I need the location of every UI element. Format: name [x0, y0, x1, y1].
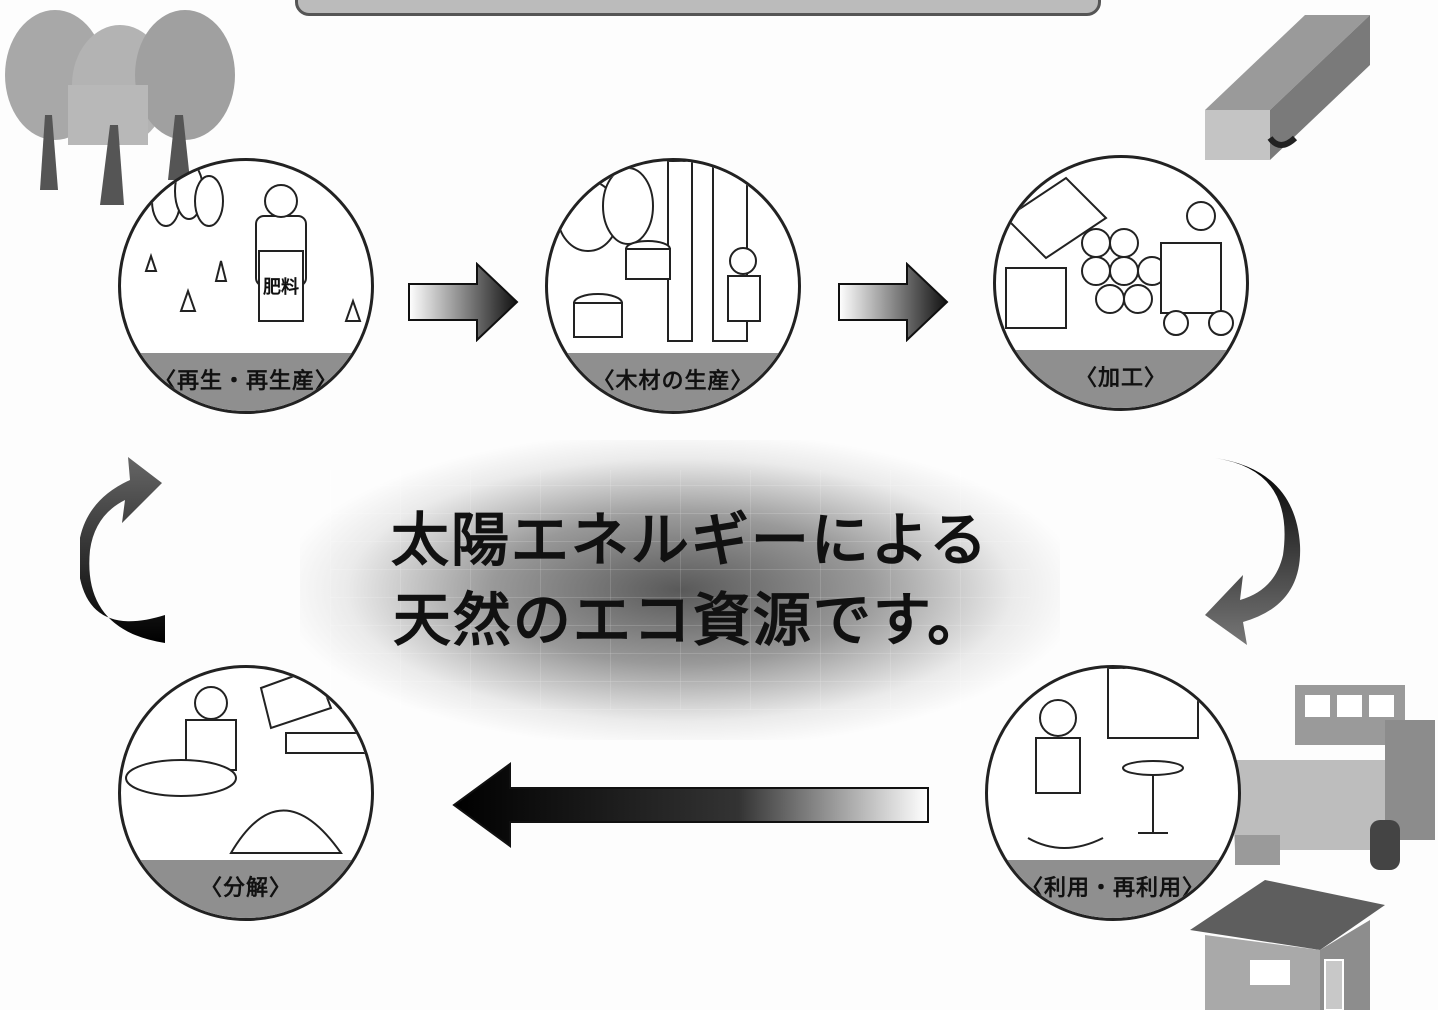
stage-timber-production: 〈木材の生産〉: [545, 158, 801, 414]
top-banner-frame: [295, 0, 1101, 16]
stage-band: [548, 353, 798, 411]
stage-label-processing: 〈加工〉: [1074, 366, 1167, 391]
stage-decomposition: 〈分解〉: [118, 665, 374, 921]
headline-background-grid: [330, 470, 1030, 710]
arrow-use-to-decomposition: [452, 762, 929, 848]
arrow-timber-to-processing: [838, 262, 949, 342]
stage-band: [121, 353, 371, 411]
stage-label-regeneration: 〈再生・再生産〉: [153, 369, 338, 394]
stage-band: [121, 860, 371, 918]
arrow-processing-to-use: [1205, 458, 1301, 645]
house-icon: [1190, 880, 1385, 1010]
headline-line-1: 太陽エネルギーによる: [390, 506, 990, 574]
decomposition-scene-icon: [125, 668, 367, 854]
stage-label-timber-production: 〈木材の生産〉: [592, 369, 754, 394]
stage-use-reuse: 〈利用・再利用〉: [985, 665, 1241, 921]
planting-scene-icon: 肥料: [144, 162, 362, 322]
headline: 太陽エネルギーによる 天然のエコ資源です。: [330, 500, 1050, 660]
forklift-scene-icon: [1004, 176, 1234, 336]
stage-label-use-reuse: 〈利用・再利用〉: [1020, 876, 1205, 901]
headline-background: [300, 440, 1060, 740]
arrow-regeneration-to-timber: [408, 262, 519, 342]
arrow-decomposition-to-regeneration: [80, 457, 165, 643]
logging-scene-icon: [557, 161, 761, 342]
fertilizer-bag-text: 肥料: [262, 276, 299, 298]
truck-icon: [1230, 685, 1435, 870]
rocking-chair-scene-icon: [1027, 668, 1199, 849]
stage-processing: 〈加工〉: [993, 155, 1249, 411]
stage-regeneration: 肥料 〈再生・再生産〉: [118, 158, 374, 414]
headline-line-2: 天然のエコ資源です。: [392, 586, 988, 654]
lumber-board-icon: [1205, 15, 1370, 160]
stage-band: [988, 860, 1238, 918]
stage-label-decomposition: 〈分解〉: [199, 876, 292, 901]
stage-band: [996, 350, 1246, 408]
